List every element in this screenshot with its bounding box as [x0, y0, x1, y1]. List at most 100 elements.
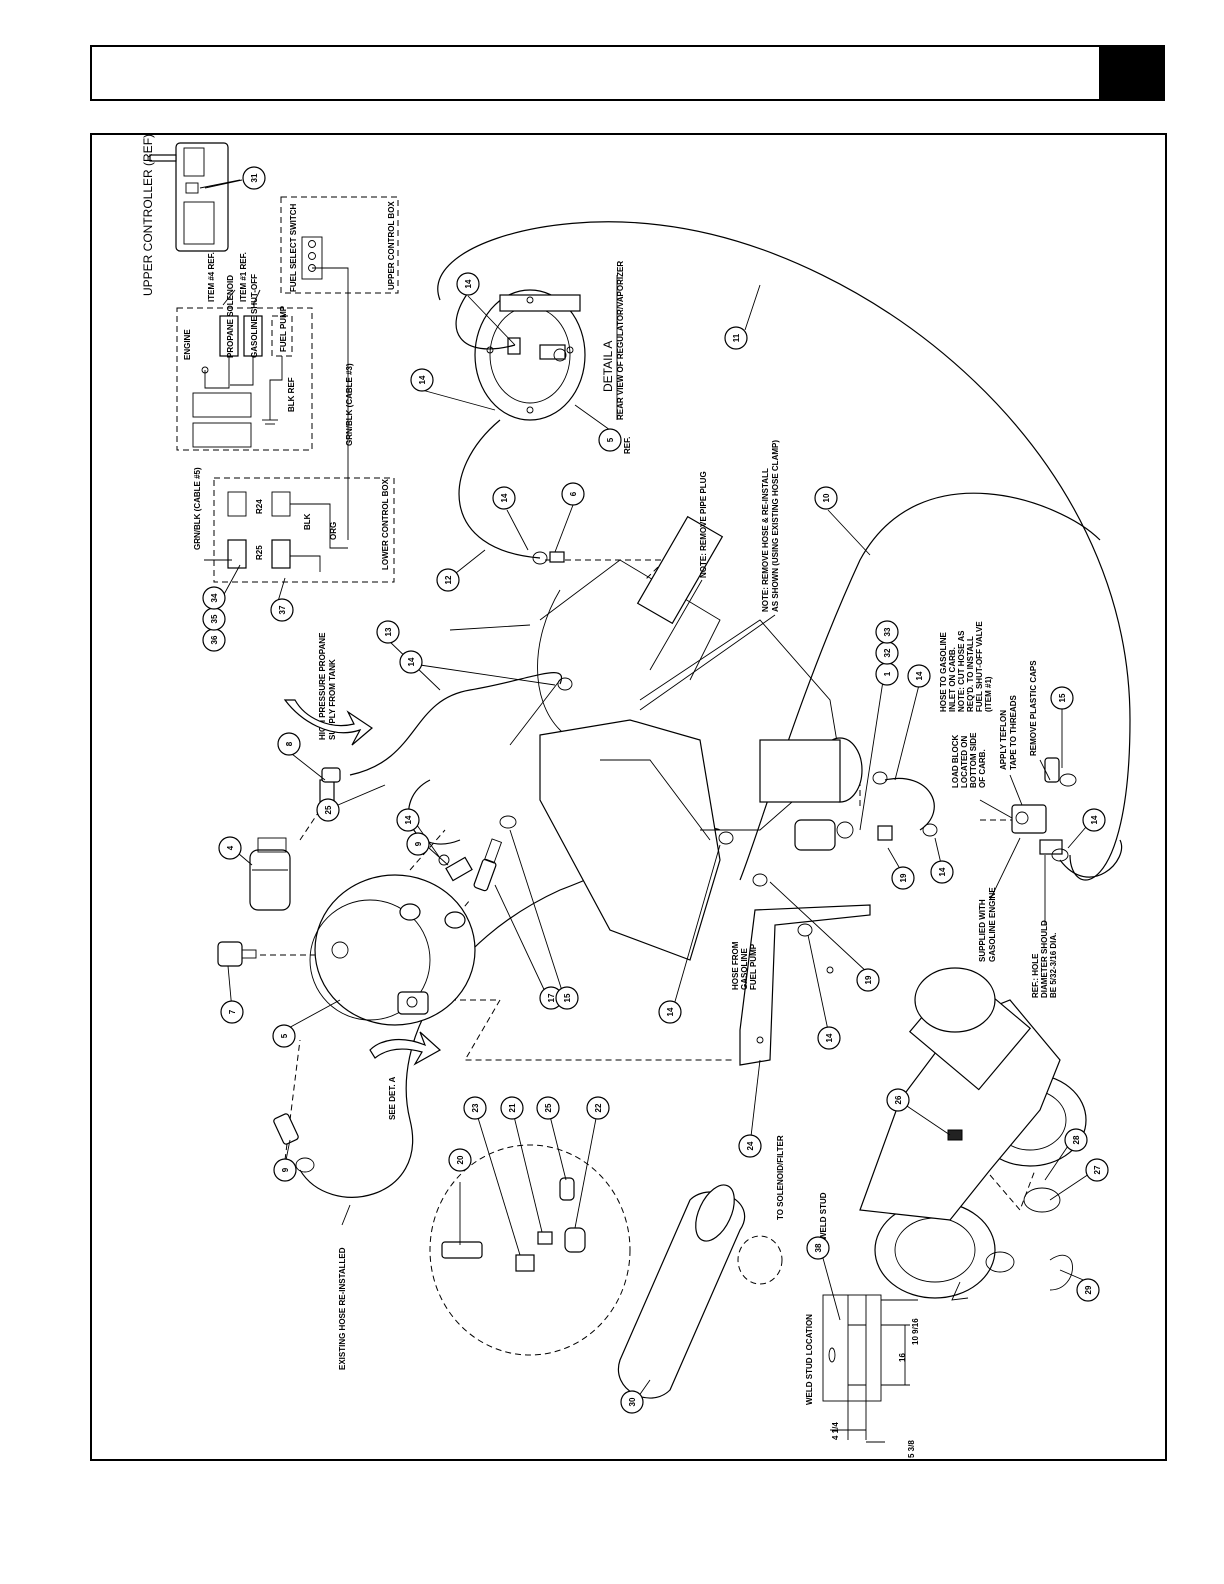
balloon-23: 23: [463, 1096, 487, 1120]
dim-4-1-4: 4 1/4: [831, 1422, 840, 1440]
svg-text:35: 35: [210, 614, 219, 623]
balloon-15-center: 15: [555, 986, 579, 1010]
existing-hose-label: EXISTING HOSE RE-INSTALLED: [338, 1247, 347, 1370]
balloon-6: 6: [561, 482, 585, 506]
svg-text:25: 25: [324, 805, 333, 814]
lower-control-box: [204, 477, 395, 583]
small-fittings: [532, 551, 938, 937]
balloon-8: 8: [277, 732, 301, 756]
hose-12: [458, 419, 541, 559]
note-remove-hose-line1: NOTE: REMOVE HOSE & RE-INSTALL: [761, 468, 770, 612]
page-header-tab: [1099, 47, 1163, 99]
detail-a-title: DETAIL A: [601, 341, 615, 392]
balloon-14-fitting9: 14: [396, 808, 420, 832]
lower-control-box-label: LOWER CONTROL BOX: [381, 478, 390, 570]
gas-inlet-line5: FUEL SHUT-OFF VALVE: [975, 621, 984, 712]
balloon-29: 29: [1076, 1278, 1100, 1302]
svg-text:27: 27: [1093, 1165, 1102, 1174]
svg-text:14: 14: [1090, 815, 1099, 824]
item1-ref-label: ITEM #1 REF.: [239, 252, 248, 302]
svg-text:8: 8: [285, 741, 294, 746]
engine-assembly-26: [859, 967, 1087, 1301]
hose-from-pump-line2: GASOLINE: [740, 948, 749, 990]
balloon-15-right: 15: [1050, 686, 1074, 710]
supplied-with-line1: SUPPLIED WITH: [978, 899, 987, 962]
balloon-14-detail-top: 14: [456, 272, 480, 296]
svg-text:10: 10: [822, 493, 831, 502]
svg-text:15: 15: [1058, 693, 1067, 702]
gas-inlet-line3: NOTE: CUT HOSE AS: [957, 630, 966, 712]
leader-lines: [204, 179, 1096, 1401]
balloon-21: 21: [500, 1096, 524, 1120]
svg-text:25: 25: [544, 1103, 553, 1112]
upper-control-box: [280, 196, 399, 540]
svg-text:36: 36: [210, 635, 219, 644]
gasoline-shutoff-label: GASOLINE SHUT-OFF: [250, 274, 259, 358]
load-block-line1: LOAD BLOCK: [951, 734, 960, 788]
balloon-4: 4: [218, 836, 242, 860]
clamp-15: [499, 815, 517, 829]
balloon-9-upper: 9: [406, 832, 430, 856]
balloon-14-lower: 14: [817, 1026, 841, 1050]
balloon-35: 35: [202, 607, 226, 631]
svg-text:32: 32: [883, 648, 892, 657]
svg-text:4: 4: [226, 845, 235, 850]
note-remove-pipe-plug: NOTE: REMOVE PIPE PLUG: [699, 471, 708, 578]
detail-a-ref: REF.: [623, 437, 632, 454]
filter-detail-circle: [429, 1144, 631, 1356]
load-block-line2: LOCATED ON: [960, 735, 969, 788]
svg-text:34: 34: [210, 593, 219, 602]
balloon-26: 26: [886, 1088, 910, 1112]
balloon-14-right: 14: [1082, 808, 1106, 832]
hose-from-pump-line3: FUEL PUMP: [749, 943, 758, 990]
balloon-27: 27: [1085, 1158, 1109, 1182]
ref-hole-line2: DIAMETER SHOULD: [1040, 920, 1049, 998]
hose-14-gasoline: [884, 777, 1123, 878]
ref-hole-line3: BE 5/32-3/16 DIA.: [1049, 933, 1058, 998]
svg-text:20: 20: [456, 1155, 465, 1164]
see-det-a-label: SEE DET. A: [388, 1077, 397, 1120]
remove-plastic-caps-label: REMOVE PLASTIC CAPS: [1029, 660, 1038, 756]
supplied-with-line2: GASOLINE ENGINE: [988, 887, 997, 962]
balloon-10: 10: [814, 486, 838, 510]
svg-text:14: 14: [418, 375, 427, 384]
org-label: ORG: [329, 522, 338, 540]
gas-inlet-line6: (ITEM #1): [984, 676, 993, 712]
balloon-36: 36: [202, 628, 226, 652]
svg-text:33: 33: [883, 627, 892, 636]
apply-teflon-line1: APPLY TEFLON: [999, 710, 1008, 770]
svg-text:19: 19: [899, 873, 908, 882]
balloon-14-engine-top: 14: [399, 650, 423, 674]
svg-text:12: 12: [444, 575, 453, 584]
balloon-25-upper: 25: [316, 798, 340, 822]
grn-blk-cable3-label: GRN/BLK (CABLE #3): [345, 363, 354, 446]
hose-from-pump-line1: HOSE FROM: [731, 941, 740, 990]
dim-5-3-8: 5 3/8: [907, 1440, 916, 1458]
svg-text:14: 14: [938, 867, 947, 876]
svg-text:14: 14: [404, 815, 413, 824]
svg-text:26: 26: [894, 1095, 903, 1104]
hose-11: [437, 221, 1131, 881]
dim-16: 16: [898, 1353, 907, 1362]
hose-10: [739, 492, 1101, 881]
svg-text:31: 31: [250, 173, 259, 182]
fitting-8: [319, 767, 341, 805]
balloon-13: 13: [376, 620, 400, 644]
balloon-31: 31: [242, 166, 266, 190]
balloon-1: 1: [875, 662, 899, 686]
gas-inlet-line2: INLET ON CARB.: [948, 647, 957, 712]
balloon-14-bracket: 14: [658, 1000, 682, 1024]
detail-a-regulator: [455, 289, 586, 421]
svg-text:23: 23: [471, 1103, 480, 1112]
svg-text:14: 14: [464, 279, 473, 288]
hose-13: [349, 672, 563, 776]
svg-text:14: 14: [915, 671, 924, 680]
balloon-32: 32: [875, 641, 899, 665]
page-header-box: [90, 45, 1165, 101]
engine-label: ENGINE: [183, 329, 192, 360]
weld-stud-detail: [822, 1294, 918, 1443]
balloon-14-carb: 14: [930, 860, 954, 884]
balloon-9-lower: 9: [273, 1158, 297, 1182]
balloon-19-upper: 19: [891, 866, 915, 890]
svg-text:14: 14: [825, 1033, 834, 1042]
